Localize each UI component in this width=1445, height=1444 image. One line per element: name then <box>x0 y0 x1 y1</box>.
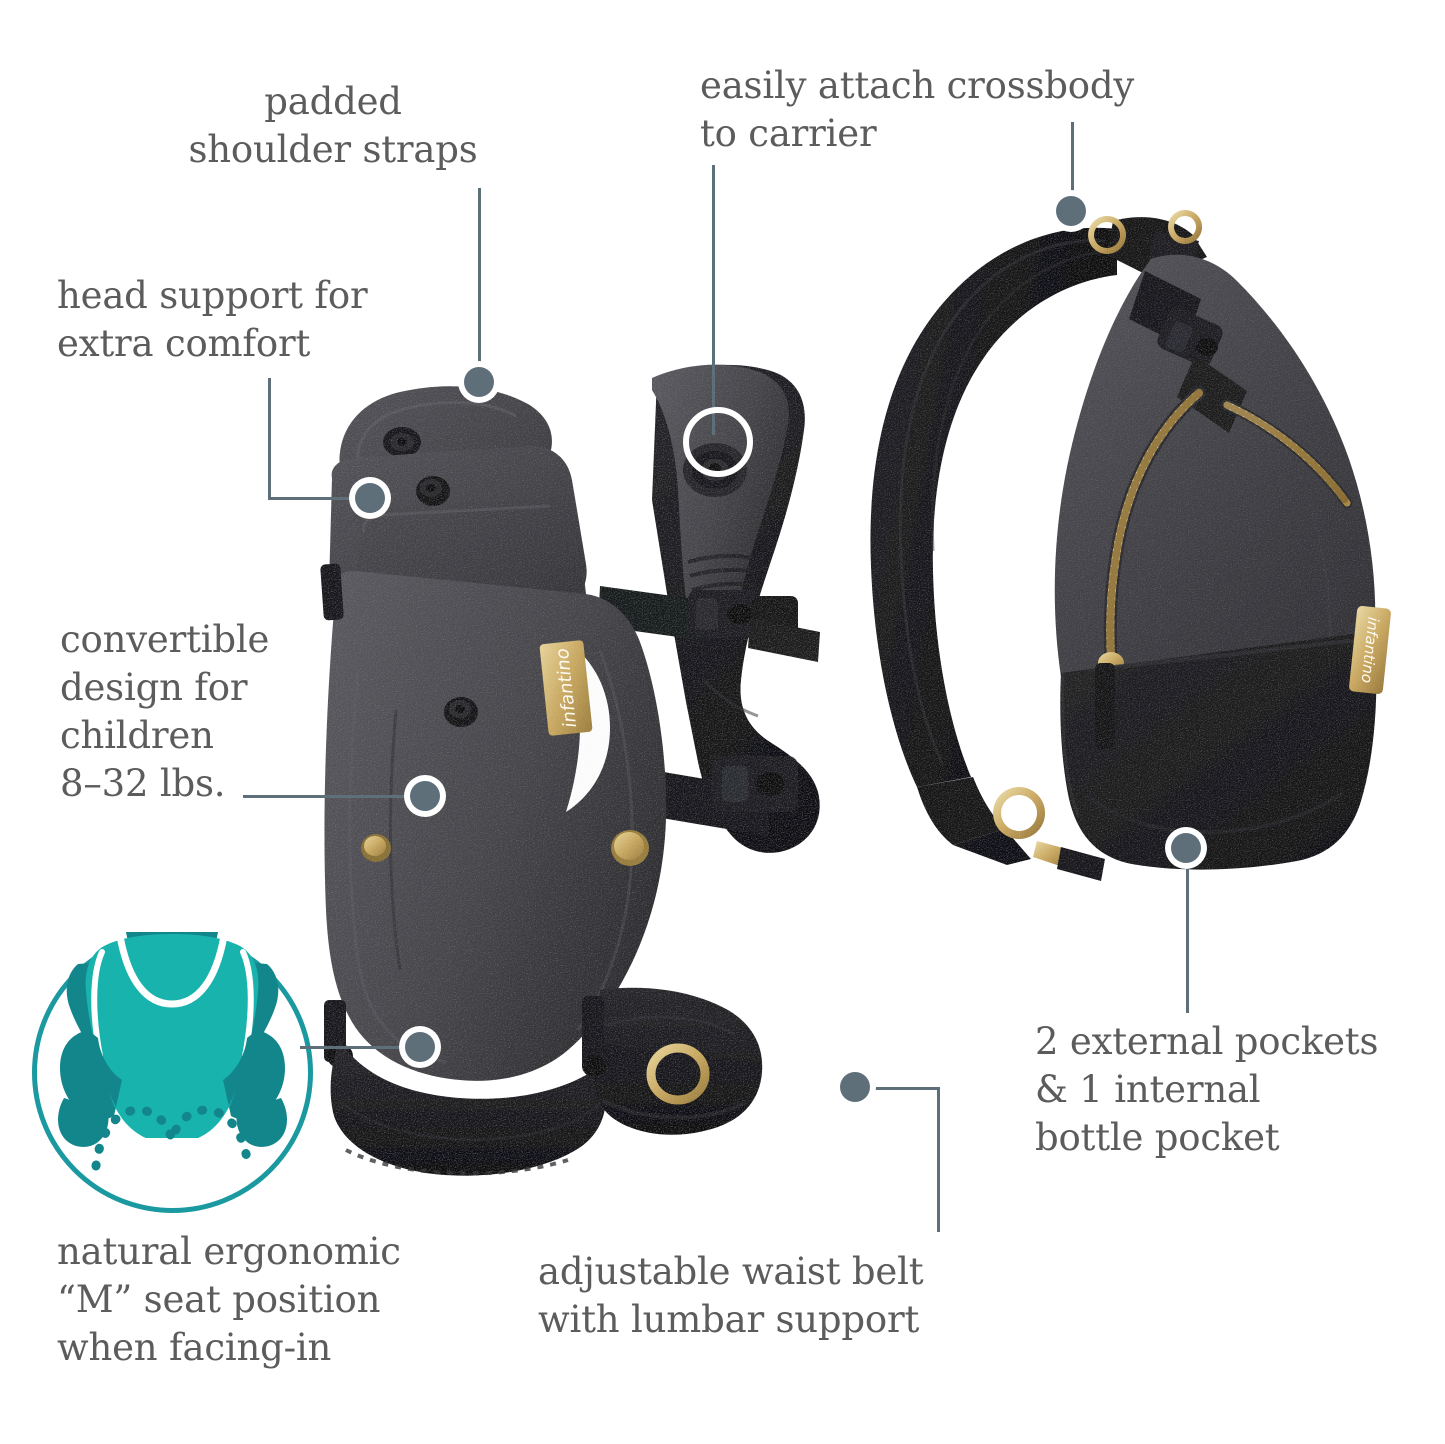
leader-waist-belt-horizontal <box>856 1087 940 1090</box>
leader-natural-ergonomic <box>300 1046 420 1049</box>
leader-padded-shoulder-straps <box>478 188 481 381</box>
marker-adjustable-waist-belt <box>840 1072 870 1102</box>
callout-adjustable-waist-belt: adjustable waist belt with lumbar suppor… <box>538 1250 924 1342</box>
baby-carrier-image: infantino <box>300 350 860 1210</box>
marker-easily-attach-crossbody-carrier <box>683 407 753 477</box>
callout-easily-attach-crossbody: easily attach crossbody to carrier <box>700 64 1135 156</box>
marker-easily-attach-crossbody-bag <box>1056 196 1086 226</box>
m-seat-position-icon <box>30 930 315 1215</box>
callout-head-support: head support for extra comfort <box>57 274 368 366</box>
marker-external-pockets <box>1171 833 1201 863</box>
leader-convertible-design <box>243 795 425 798</box>
callout-convertible-design: convertible design for children 8–32 lbs… <box>60 618 270 806</box>
leader-head-support-horizontal <box>268 497 368 500</box>
leader-external-pockets <box>1186 848 1189 1013</box>
marker-padded-shoulder-straps <box>464 367 494 397</box>
leader-easily-attach-crossbody-carrier <box>712 165 715 435</box>
callout-external-pockets: 2 external pockets & 1 internal bottle p… <box>1035 1020 1379 1160</box>
marker-convertible-design <box>410 781 440 811</box>
leader-waist-belt-vertical <box>937 1087 940 1232</box>
callout-natural-ergonomic: natural ergonomic “M” seat position when… <box>57 1230 401 1370</box>
crossbody-sling-bag-image: infantino <box>855 195 1415 935</box>
marker-head-support <box>355 483 385 513</box>
leader-head-support-vertical <box>268 378 271 500</box>
callout-padded-shoulder-straps: padded shoulder straps <box>188 80 478 172</box>
leader-easily-attach-crossbody-bag <box>1071 122 1074 209</box>
marker-natural-ergonomic <box>405 1032 435 1062</box>
